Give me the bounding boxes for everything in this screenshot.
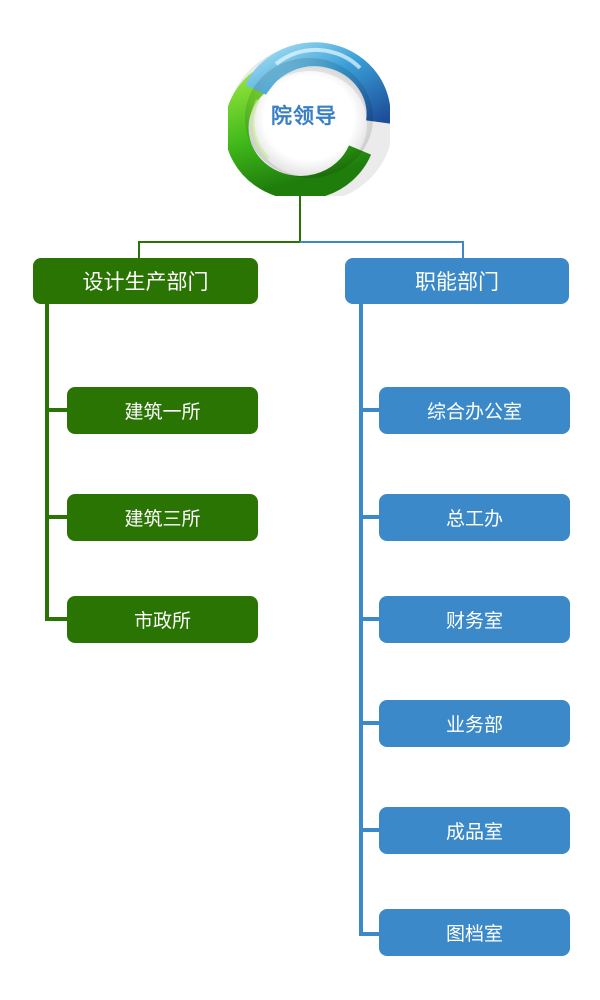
unit-products[interactable]: 成品室 [379,807,570,854]
leader-ring-icon [228,38,390,196]
leader-title: 院领导 [271,104,337,128]
unit-municipal[interactable]: 市政所 [67,596,258,643]
unit-archives[interactable]: 图档室 [379,909,570,956]
unit-architecture-3[interactable]: 建筑三所 [67,494,258,541]
unit-general-office[interactable]: 综合办公室 [379,387,570,434]
unit-architecture-1[interactable]: 建筑一所 [67,387,258,434]
unit-finance[interactable]: 财务室 [379,596,570,643]
unit-business[interactable]: 业务部 [379,700,570,747]
unit-chief-engineer-office[interactable]: 总工办 [379,494,570,541]
dept-design-production[interactable]: 设计生产部门 [33,258,258,304]
dept-functional[interactable]: 职能部门 [345,258,569,304]
